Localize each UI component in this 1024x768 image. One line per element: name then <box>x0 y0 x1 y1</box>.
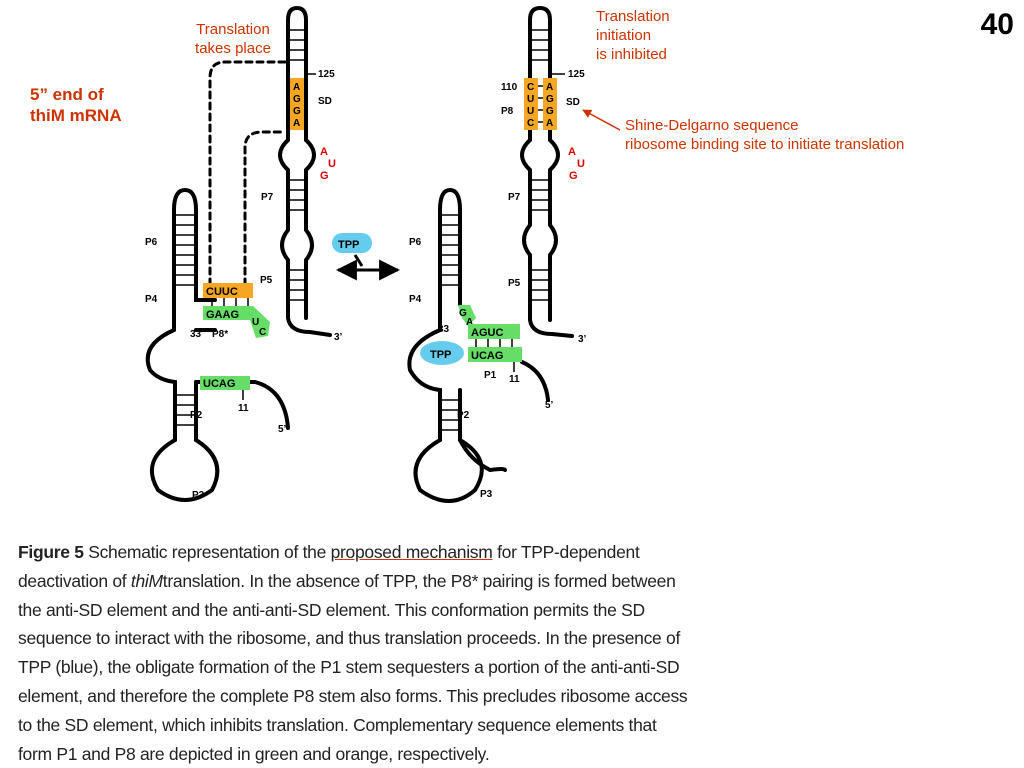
stem-label: P8* <box>212 329 228 340</box>
stem-label: P8 <box>501 106 514 117</box>
right-tpp-ligand <box>420 341 464 365</box>
caption-underlined-phrase: proposed mechanism <box>330 542 493 562</box>
stem-label: P5 <box>508 278 521 289</box>
caption-lead: Figure 5 <box>18 542 84 562</box>
stem-label: P3 <box>192 490 205 501</box>
anti-anti-sd-label: CUUC <box>206 286 238 298</box>
base: G <box>293 106 301 117</box>
green-top-label: AGUC <box>471 327 503 339</box>
right-sd-box <box>543 78 557 130</box>
position-label: 125 <box>318 69 335 80</box>
thim-mrna-label: 5” end of thiM mRNA <box>30 85 122 125</box>
base: G <box>459 308 467 319</box>
stem-label: P2 <box>457 410 470 421</box>
base: C <box>259 327 266 338</box>
green-bottom-label: UCAG <box>471 350 503 362</box>
base: A <box>466 317 473 328</box>
right-tpp-label: TPP <box>430 349 451 361</box>
base: C <box>527 82 534 93</box>
stem-label: P4 <box>409 294 422 305</box>
figure-caption: Figure 5 Schematic representation of the… <box>18 538 728 768</box>
caption-line: Figure 5 Schematic representation of the… <box>18 542 640 562</box>
start-codon-base: G <box>320 170 329 182</box>
base: G <box>546 106 554 117</box>
left-sd-box <box>290 78 304 130</box>
anti-sd-label: GAAG <box>206 309 239 321</box>
caption-line: to the SD element, which inhibits transl… <box>18 714 657 735</box>
position-label: 11 <box>238 403 249 414</box>
base: A <box>293 118 300 129</box>
shine-delgarno-note: Shine-Delgarno sequence ribosome binding… <box>625 117 905 153</box>
caption-line: element, and therefore the complete P8 s… <box>18 685 688 706</box>
start-codon-base: G <box>569 170 578 182</box>
sd-pointer-arrow <box>582 109 621 131</box>
base: G <box>293 94 301 105</box>
base: A <box>546 118 553 129</box>
position-label: 11 <box>509 374 520 385</box>
left-anti-anti-sd-box <box>203 283 253 298</box>
end-label: 3’ <box>334 332 343 343</box>
start-codon-base: A <box>568 146 576 158</box>
caption-line: the anti-SD element and the anti-anti-SD… <box>18 599 645 620</box>
tpp-ligand <box>332 233 372 253</box>
left-anti-sd-box <box>203 306 270 338</box>
position-label: 33 <box>438 324 450 335</box>
caption-line: deactivation of thiMtranslation. In the … <box>18 570 676 591</box>
caption-line: TPP (blue), the obligate formation of th… <box>18 657 680 678</box>
base: A <box>293 82 300 93</box>
base: A <box>546 82 553 93</box>
position-label: 110 <box>501 82 518 93</box>
end-label: 5’ <box>545 400 554 411</box>
right-green-extra <box>458 305 476 326</box>
base: U <box>252 317 259 328</box>
stem-label: P7 <box>508 192 521 203</box>
right-green-top-box <box>468 324 520 339</box>
stem-label: P4 <box>145 294 158 305</box>
stem-label: P6 <box>145 237 158 248</box>
end-label: 3’ <box>578 334 587 345</box>
translation-takes-place-note: Translation takes place <box>195 21 271 57</box>
base: G <box>546 94 554 105</box>
stem-label: P1 <box>484 370 497 381</box>
stem-label: P6 <box>409 237 422 248</box>
caption-line: sequence to interact with the ribosome, … <box>18 628 681 649</box>
tpp-arrow-label: TPP <box>338 239 359 251</box>
translation-inhibited-note: Translation initiation is inhibited <box>596 8 670 63</box>
base: U <box>527 94 534 105</box>
start-codon-base: A <box>320 146 328 158</box>
right-anti-anti-sd-box <box>524 78 538 130</box>
stem-label: P2 <box>190 410 203 421</box>
sd-label: SD <box>318 96 332 107</box>
left-p1-box <box>200 376 250 390</box>
right-green-bottom-box <box>468 347 522 362</box>
sd-label: SD <box>566 97 580 108</box>
caption-line: form P1 and P8 are depicted in green and… <box>18 743 490 764</box>
stem-label: P3 <box>480 489 493 500</box>
left-structure <box>145 5 332 502</box>
p1-green-label: UCAG <box>203 378 235 390</box>
base: C <box>527 118 534 129</box>
base: U <box>527 106 534 117</box>
stem-label: P5 <box>260 275 273 286</box>
stem-label: P7 <box>261 192 274 203</box>
start-codon-base: U <box>328 158 336 170</box>
riboswitch-diagram: A G G A A U G CUUC GAAG U C UCAG P7 P6 P… <box>145 5 621 503</box>
tpp-binding-tick <box>353 254 364 267</box>
start-codon-base: U <box>577 158 585 170</box>
position-label: 33 <box>190 329 202 340</box>
slide-number: 40 <box>980 8 1014 41</box>
position-label: 125 <box>568 69 585 80</box>
end-label: 5’ <box>278 424 287 435</box>
right-structure <box>407 5 574 503</box>
